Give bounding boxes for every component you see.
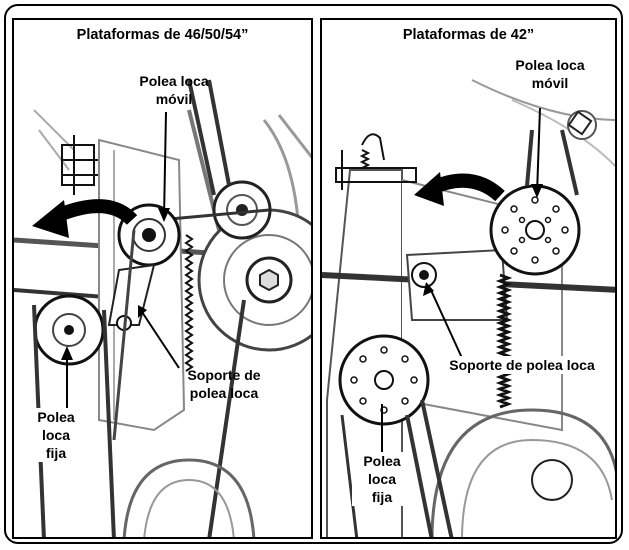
movable-pulley-label: Polea loca móvil: [114, 72, 234, 108]
label-line: Soporte de: [187, 367, 261, 383]
panel-title: Plataformas de 42”: [402, 27, 535, 43]
label-line: fija: [371, 489, 393, 505]
label-line: móvil: [531, 75, 569, 91]
label-line: Polea loca: [515, 57, 585, 73]
panel-title: Plataformas de 46/50/54”: [76, 27, 249, 43]
idler-bracket-label: Soporte de polea loca: [432, 356, 612, 374]
movable-pulley-label: Polea loca móvil: [490, 56, 610, 92]
mount-bracket: [335, 133, 417, 190]
fixed-pulley-label: Polea loca fija: [352, 452, 412, 506]
panel-42-deck: Plataformas de 42” Polea loca móvil Sopo…: [320, 18, 617, 539]
fixed-pulley-label: Polea loca fija: [26, 408, 86, 462]
panel-46-50-54-deck: Plataformas de 46/50/54” Polea loca móvi…: [12, 18, 313, 539]
label-line: Polea loca: [139, 73, 209, 89]
label-line: móvil: [155, 91, 193, 107]
pointer-line: [536, 107, 541, 195]
label-line: Polea: [363, 453, 401, 469]
label-line: Polea: [37, 409, 75, 425]
label-line: loca: [367, 471, 396, 487]
label-line: loca: [41, 427, 70, 443]
outer-frame: [4, 4, 623, 544]
label-line: polea loca: [189, 385, 259, 401]
mount-bracket: [61, 135, 98, 195]
label-line: fija: [45, 445, 67, 461]
idler-bracket-label: Soporte de polea loca: [164, 366, 284, 402]
pointer-line: [163, 111, 167, 219]
deck-46-50-54-illustration: [14, 79, 311, 537]
rotation-arrow: [56, 199, 138, 226]
